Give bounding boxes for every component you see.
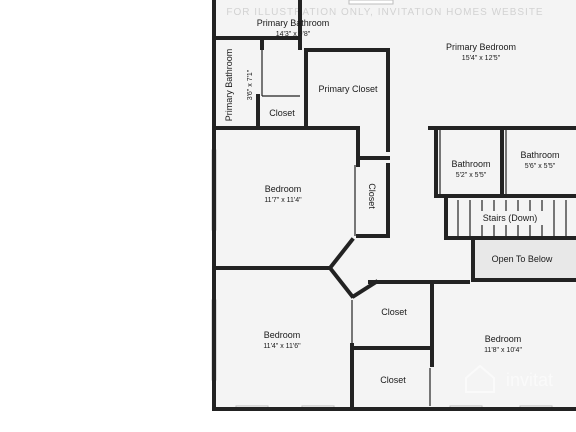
room-label-bedroom-lower-right: Bedroom 11'8" x 10'4" <box>484 334 522 354</box>
walls <box>212 0 576 411</box>
svg-text:Primary Closet: Primary Closet <box>318 84 378 94</box>
room-label-open-to-below: Open To Below <box>492 254 553 264</box>
svg-text:Bedroom: Bedroom <box>485 334 522 344</box>
brand-watermark-text: invitat <box>506 370 553 390</box>
room-label-bathroom-right: Bathroom 5'6" x 5'5" <box>520 150 559 170</box>
open-to-below-area <box>473 239 576 279</box>
svg-text:5'2" x 5'5": 5'2" x 5'5" <box>456 172 487 179</box>
svg-text:Closet: Closet <box>380 375 406 385</box>
room-label-bedroom-mid: Bedroom 11'7" x 11'4" <box>264 184 302 204</box>
floor-area <box>214 0 576 409</box>
room-label-primary-bathroom-side: Primary Bathroom 3'6" x 7'1" <box>224 49 254 122</box>
svg-text:11'8" x 10'4": 11'8" x 10'4" <box>484 347 522 354</box>
house-logo-icon <box>465 364 495 393</box>
svg-text:14'3" x 9'8": 14'3" x 9'8" <box>276 31 311 38</box>
svg-text:3'6" x 7'1": 3'6" x 7'1" <box>247 69 254 100</box>
room-label-stairs: Stairs (Down) <box>474 211 546 225</box>
svg-text:11'7" x 11'4": 11'7" x 11'4" <box>264 197 302 204</box>
room-label-bedroom-lower-left: Bedroom 11'4" x 11'6" <box>263 330 301 350</box>
svg-text:Closet: Closet <box>381 307 407 317</box>
room-label-primary-closet: Primary Closet <box>318 84 378 94</box>
svg-text:Bedroom: Bedroom <box>264 330 301 340</box>
svg-text:Stairs (Down): Stairs (Down) <box>483 213 538 223</box>
svg-text:Bathroom: Bathroom <box>451 159 490 169</box>
window <box>348 0 394 5</box>
svg-text:Closet: Closet <box>367 183 377 209</box>
svg-text:Bathroom: Bathroom <box>520 150 559 160</box>
svg-text:15'4" x 12'5": 15'4" x 12'5" <box>462 55 501 62</box>
room-label-primary-bathroom-top: Primary Bathroom 14'3" x 9'8" <box>257 18 330 38</box>
svg-text:5'6" x 5'5": 5'6" x 5'5" <box>525 163 556 170</box>
svg-text:11'4" x 11'6": 11'4" x 11'6" <box>263 343 301 350</box>
room-label-closet-upper: Closet <box>381 307 407 317</box>
room-label-primary-bedroom: Primary Bedroom 15'4" x 12'5" <box>446 42 516 62</box>
svg-text:Primary Bathroom: Primary Bathroom <box>257 18 330 28</box>
room-label-closet-small: Closet <box>269 108 295 118</box>
room-label-bathroom-left: Bathroom 5'2" x 5'5" <box>451 159 490 179</box>
svg-text:Primary Bathroom: Primary Bathroom <box>224 49 234 122</box>
svg-text:Primary Bedroom: Primary Bedroom <box>446 42 516 52</box>
svg-text:Closet: Closet <box>269 108 295 118</box>
room-label-closet-lower: Closet <box>380 375 406 385</box>
watermark-text: FOR ILLUSTRATION ONLY, INVITATION HOMES … <box>226 7 543 18</box>
brand-watermark: invitat <box>465 364 553 393</box>
room-label-closet-vertical: Closet <box>367 183 377 209</box>
svg-text:Open To Below: Open To Below <box>492 254 553 264</box>
svg-text:Bedroom: Bedroom <box>265 184 302 194</box>
